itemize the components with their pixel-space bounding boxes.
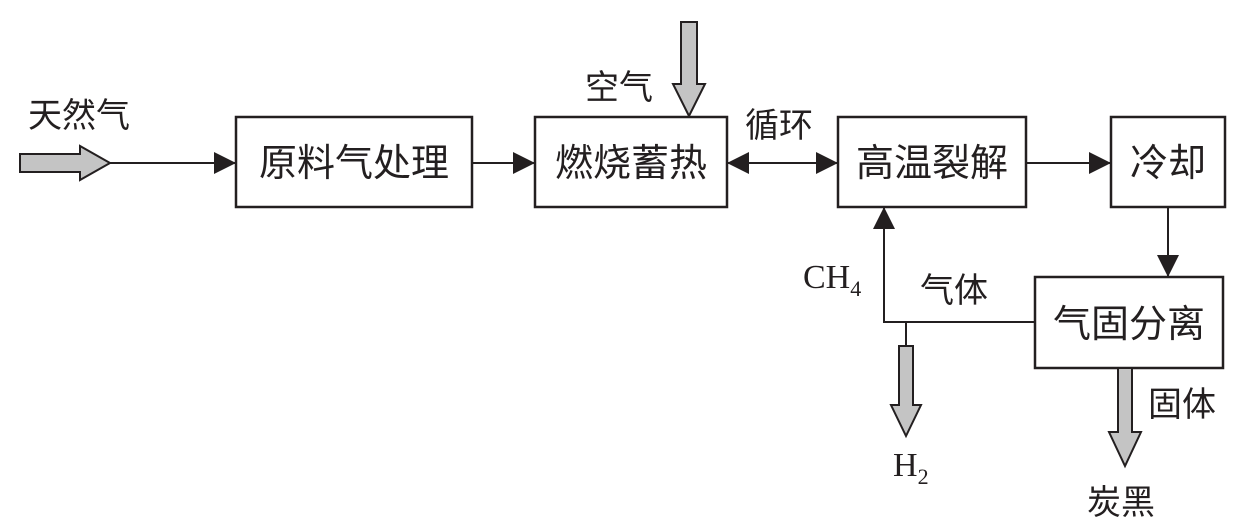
gas-solid-separation-box [1033,275,1225,370]
air-inlet-arrow [671,21,707,119]
gas-solid-separation-label: 气固分离 [1053,302,1205,346]
h2-label: H2 [893,447,929,489]
gas-label: 气体 [920,271,988,311]
ch4-label: CH4 [803,259,861,301]
h2-outlet-arrow [889,345,923,439]
carbon-black-outlet-arrow [1107,367,1143,469]
solid-label: 固体 [1148,385,1216,425]
cooling-label: 冷却 [1130,141,1206,185]
combustion-heat-storage-label: 燃烧蓄热 [555,141,707,185]
pyrolysis-box [836,115,1028,209]
natural-gas-inlet-arrow [19,144,113,182]
cooling-box [1109,115,1227,209]
raw-gas-treatment-label: 原料气处理 [259,141,449,185]
combustion-heat-storage-box [533,115,729,209]
pyrolysis-label: 高温裂解 [856,141,1008,185]
carbon-black-label: 炭黑 [1087,483,1155,523]
gas-recycle-line [873,207,1035,323]
natural-gas-label: 天然气 [28,96,130,136]
cycle-label: 循环 [745,106,813,146]
air-label: 空气 [585,68,653,108]
